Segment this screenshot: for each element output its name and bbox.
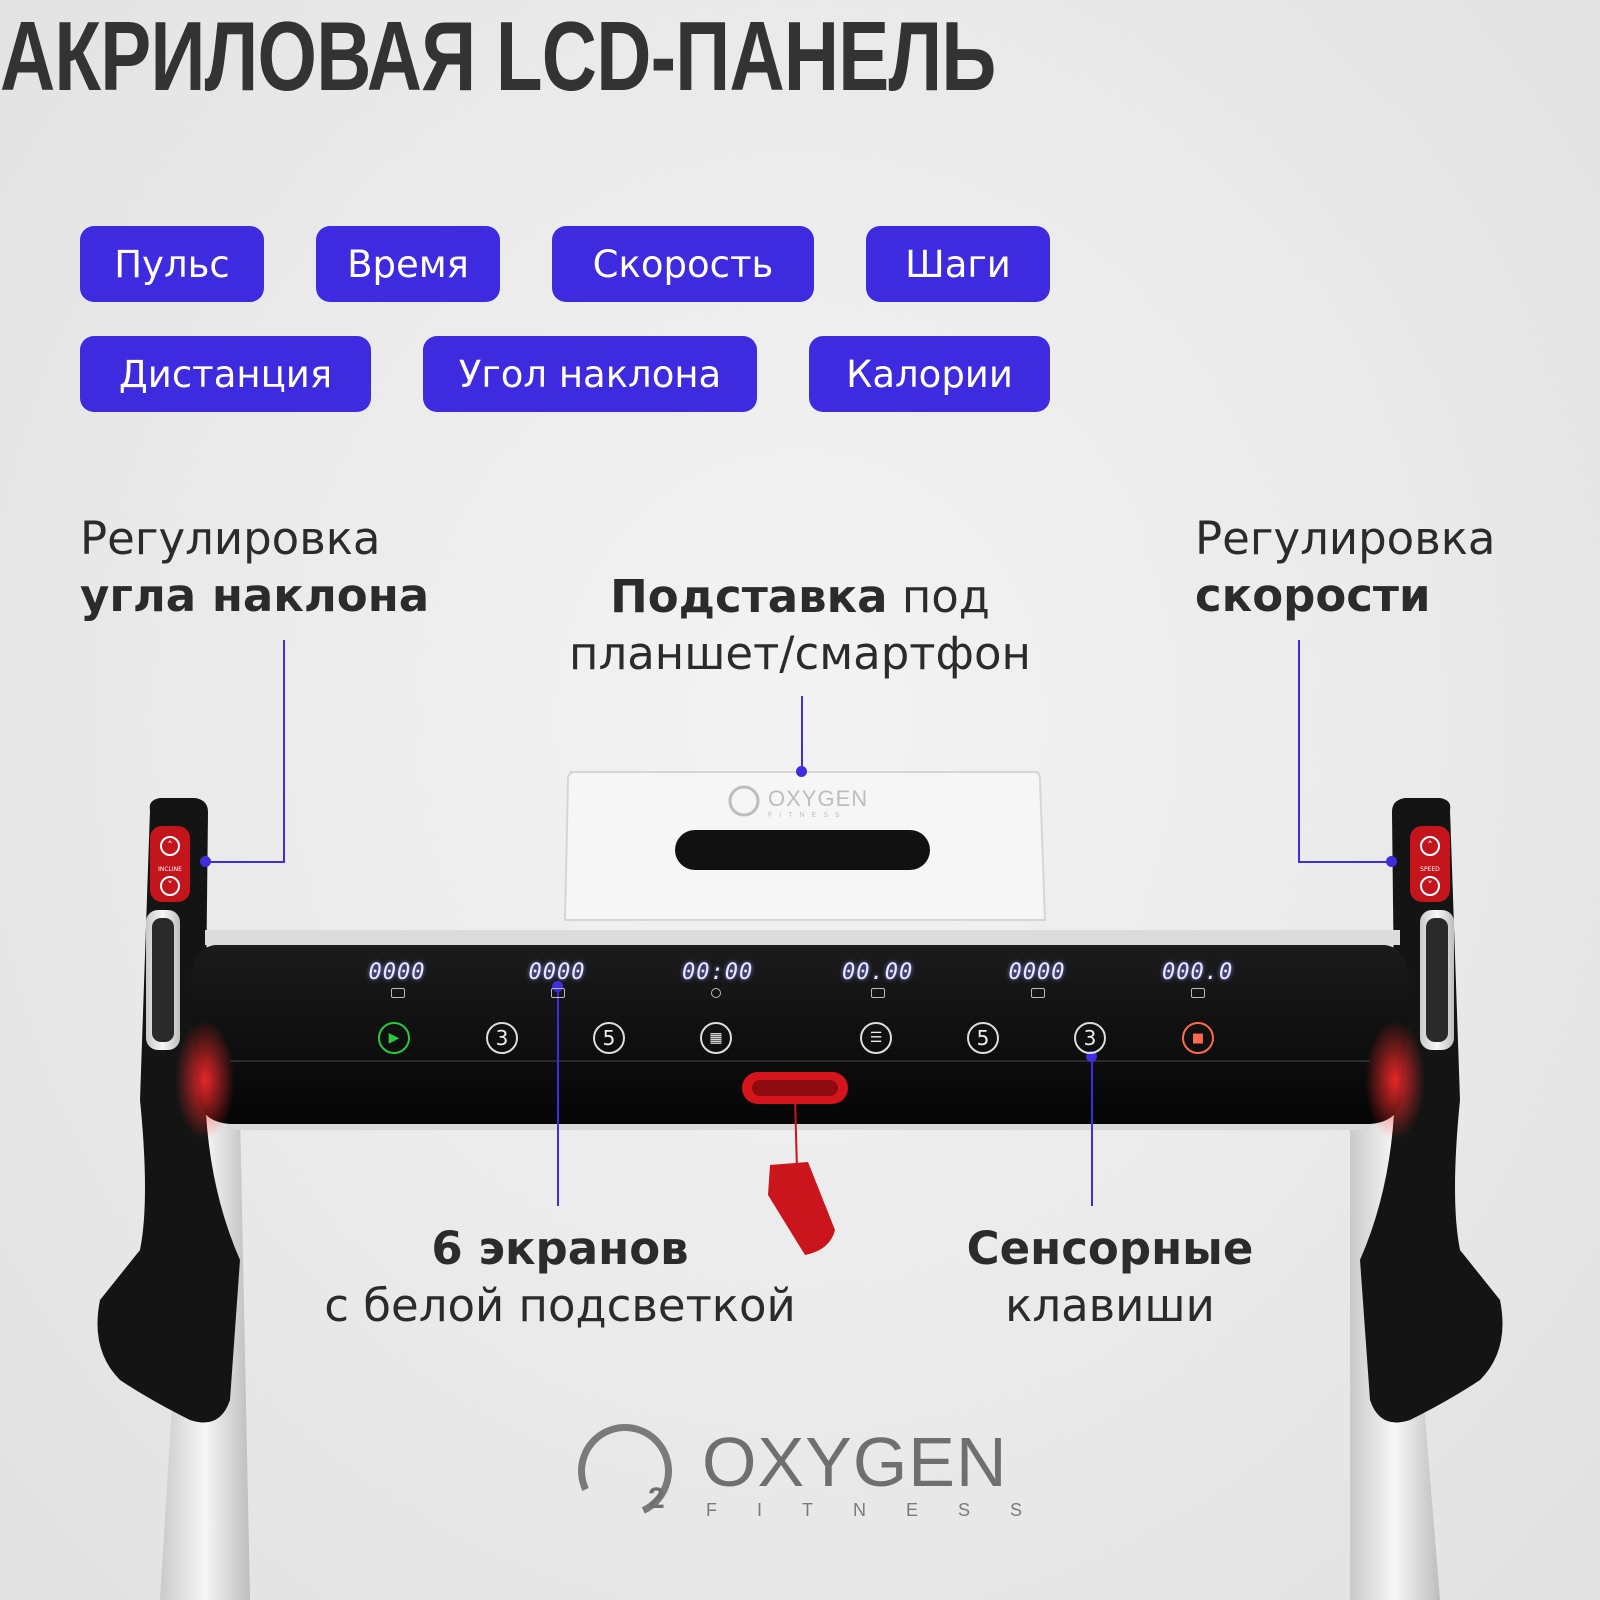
- feature-pill-distance: Дистанция: [80, 336, 371, 412]
- holder-logo-name: OXYGEN: [768, 786, 869, 811]
- brand-name: OXYGEN: [702, 1423, 1008, 1501]
- callout-incline: Регулировка угла наклона: [80, 510, 429, 624]
- keys-leader-vertical: [1091, 1058, 1093, 1206]
- speed-leader-dot: [1386, 856, 1397, 867]
- start-button[interactable]: ▶: [378, 1022, 410, 1054]
- speed-5-button[interactable]: 5: [967, 1022, 999, 1054]
- clock-icon: [711, 988, 721, 998]
- holder-leader-vertical: [801, 696, 803, 772]
- incline-down-button[interactable]: ˅: [160, 876, 180, 896]
- screens-leader-vertical: [557, 988, 559, 1206]
- callout-incline-line2: угла наклона: [80, 569, 430, 622]
- speed-leader-horizontal: [1298, 861, 1390, 863]
- callout-speed-line2: скорости: [1195, 569, 1431, 622]
- speed-down-button[interactable]: ˅: [1420, 876, 1440, 896]
- callout-holder-line2: планшет/смартфон: [569, 627, 1031, 680]
- callout-keys-line2: клавиши: [1005, 1279, 1215, 1332]
- incline-leader-horizontal: [206, 861, 285, 863]
- readout-calories: 000.0: [1162, 960, 1234, 985]
- feature-pill-incline: Угол наклона: [423, 336, 757, 412]
- callout-screens-line1: 6 экранов: [431, 1222, 689, 1275]
- brand-logo: 2 OXYGEN FITNESS: [564, 1410, 1038, 1532]
- callout-screens: 6 экранов с белой подсветкой: [300, 1220, 820, 1334]
- mode-grid-button[interactable]: ▦: [700, 1022, 732, 1054]
- pulse-icon: [391, 988, 405, 998]
- brand-ring-icon: [564, 1410, 686, 1532]
- preset-5-button[interactable]: 5: [593, 1022, 625, 1054]
- preset-3-button[interactable]: 3: [486, 1022, 518, 1054]
- shoe-icon: [1031, 988, 1045, 998]
- program-list-button[interactable]: ☰: [860, 1022, 892, 1054]
- readout-clock: 00:00: [682, 960, 754, 985]
- holder-logo: OXYGEN FITNESS: [768, 786, 868, 819]
- keys-leader-dot: [1086, 1051, 1097, 1062]
- incline-up-button[interactable]: ˄: [160, 836, 180, 856]
- speed-up-button[interactable]: ˄: [1420, 836, 1440, 856]
- readout-steps: 0000: [1008, 960, 1066, 985]
- callout-keys-line1: Сенсорные: [966, 1222, 1254, 1275]
- flame-icon: [1191, 988, 1205, 998]
- brand-mark: 2: [648, 1482, 665, 1515]
- brand-sub: FITNESS: [706, 1500, 1063, 1520]
- callout-incline-line1: Регулировка: [80, 512, 381, 565]
- holder-logo-sub: FITNESS: [768, 812, 847, 819]
- readout-speed: 00.00: [842, 960, 914, 985]
- stop-button[interactable]: ■: [1182, 1022, 1214, 1054]
- incline-handle-label: INCLINE: [158, 866, 182, 873]
- feature-pill-calories: Калории: [809, 336, 1050, 412]
- feature-pill-steps: Шаги: [866, 226, 1050, 302]
- callout-screens-line2: с белой подсветкой: [324, 1279, 796, 1332]
- screens-leader-dot: [552, 981, 563, 992]
- callout-holder-line1: Подставка под: [610, 570, 990, 623]
- callout-holder: Подставка под планшет/смартфон: [540, 568, 1060, 682]
- readout-pulse: 0000: [368, 960, 426, 985]
- incline-leader-dot: [200, 856, 211, 867]
- speed-handle-label: SPEED: [1420, 866, 1440, 873]
- holder-leader-dot: [796, 766, 807, 777]
- page-title: АКРИЛОВАЯ LCD-ПАНЕЛЬ: [0, 1, 996, 111]
- incline-leader-vertical: [283, 640, 285, 862]
- callout-speed: Регулировка скорости: [1195, 510, 1495, 624]
- feature-pill-speed: Скорость: [552, 226, 814, 302]
- speed-leader-vertical: [1298, 640, 1300, 862]
- readout-time: 0000: [528, 960, 586, 985]
- runner-icon: [871, 988, 885, 998]
- callout-speed-line1: Регулировка: [1195, 512, 1496, 565]
- callout-keys: Сенсорные клавиши: [930, 1220, 1290, 1334]
- feature-pill-pulse: Пульс: [80, 226, 264, 302]
- time-icon: [551, 988, 565, 998]
- feature-pill-time: Время: [316, 226, 500, 302]
- speed-3-button[interactable]: 3: [1074, 1022, 1106, 1054]
